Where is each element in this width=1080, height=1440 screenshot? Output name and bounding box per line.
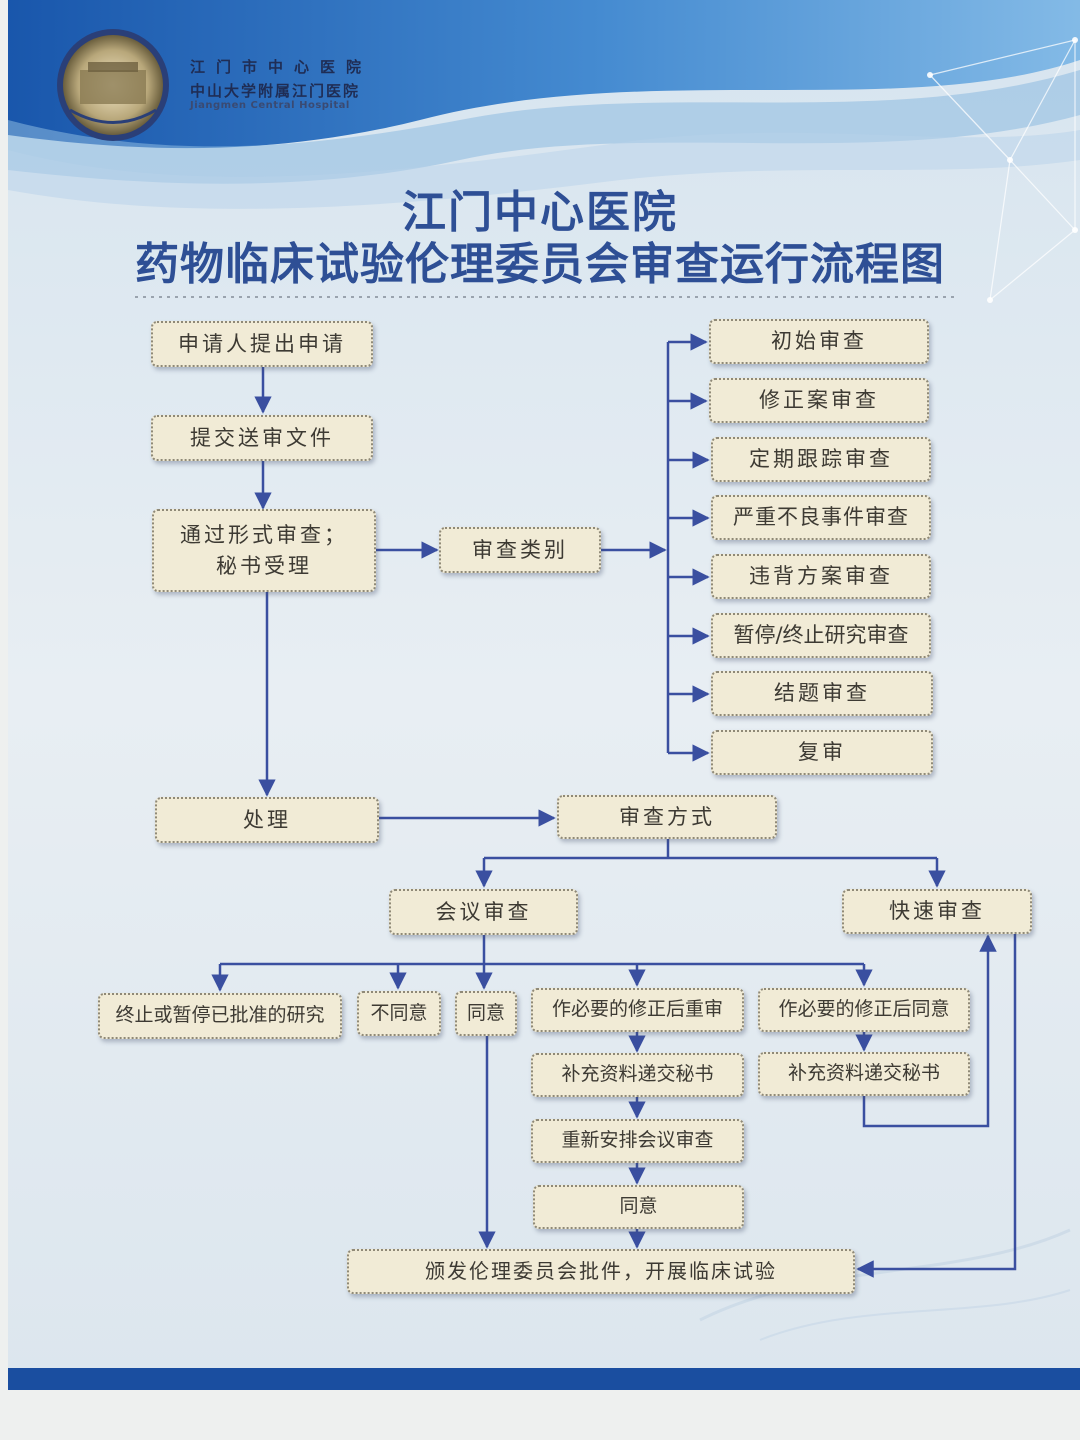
node-modify-agree: 作必要的修正后同意 — [758, 988, 970, 1032]
hospital-name: 江门市中心医院 — [190, 58, 373, 76]
node-supplement-right: 补充资料递交秘书 — [758, 1052, 970, 1096]
node-agree-final: 同意 — [533, 1185, 744, 1229]
node-expedited-review: 快速审查 — [842, 889, 1032, 934]
node-disagree: 不同意 — [357, 991, 441, 1036]
hospital-affiliation: 中山大学附属江门医院 — [190, 82, 361, 100]
node-issue-approval: 颁发伦理委员会批件，开展临床试验 — [347, 1249, 855, 1294]
node-reschedule-meeting: 重新安排会议审查 — [531, 1119, 744, 1163]
node-meeting-review: 会议审查 — [389, 889, 578, 935]
node-handle: 处理 — [155, 797, 379, 843]
node-re-review: 复审 — [711, 730, 933, 775]
node-violation-review: 违背方案审查 — [711, 554, 931, 599]
node-modify-rereview: 作必要的修正后重审 — [531, 988, 744, 1032]
node-apply: 申请人提出申请 — [151, 321, 373, 367]
node-closure-review: 结题审查 — [711, 671, 933, 716]
hospital-logo — [57, 29, 169, 141]
node-submit-documents: 提交送审文件 — [151, 415, 373, 461]
node-initial-review: 初始审查 — [709, 319, 929, 364]
node-amendment-review: 修正案审查 — [709, 378, 929, 423]
formal-review-line-2: 秘书受理 — [216, 553, 312, 578]
formal-review-line-1: 通过形式审查； — [180, 523, 348, 548]
arrow-supplement-expedited — [862, 934, 997, 1128]
title-line-2: 药物临床试验伦理委员会审查运行流程图 — [135, 239, 945, 290]
node-supplement-left: 补充资料递交秘书 — [531, 1053, 744, 1097]
node-terminate-approved-study: 终止或暂停已批准的研究 — [98, 993, 342, 1039]
node-review-method: 审查方式 — [557, 795, 777, 839]
node-periodic-review: 定期跟踪审查 — [711, 437, 931, 482]
node-sae-review: 严重不良事件审查 — [711, 495, 931, 540]
title-line-1: 江门中心医院 — [402, 187, 678, 238]
node-agree: 同意 — [455, 991, 517, 1036]
node-review-category: 审查类别 — [439, 527, 601, 573]
arrow-expedited-issue — [856, 934, 1017, 1278]
node-suspend-review: 暂停/终止研究审查 — [711, 613, 931, 658]
hospital-english-name: Jiangmen Central Hospital — [190, 100, 350, 111]
node-formal-review: 通过形式审查； 秘书受理 — [152, 509, 376, 592]
